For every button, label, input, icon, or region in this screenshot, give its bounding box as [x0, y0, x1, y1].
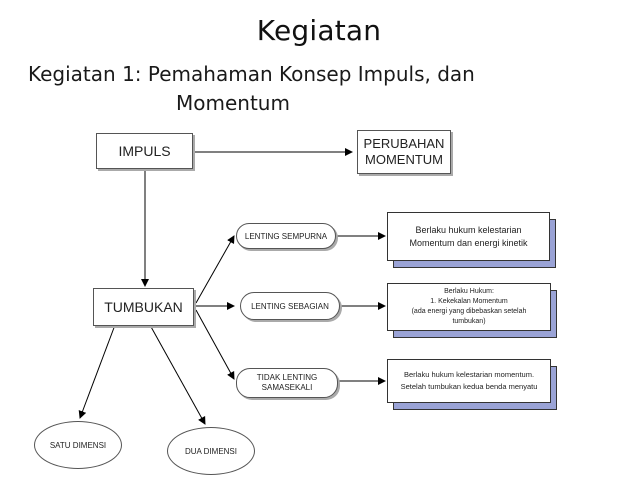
result-1-line-2: Momentum dan energi kinetik [409, 237, 528, 248]
result-2-line-1: Berlaku Hukum: [444, 288, 494, 295]
arrow-tumbukan-to-tidak-lenting [195, 309, 235, 380]
lenting-sebagian-node: LENTING SEBAGIAN [240, 292, 340, 320]
result-3-line-2: Setelah tumbukan kedua benda menyatu [400, 382, 538, 391]
subtitle-line-1: Kegiatan 1: Pemahaman Konsep Impuls, dan [28, 62, 475, 86]
tidak-lenting-node: TIDAK LENTING SAMASEKALI [236, 368, 338, 398]
tumbukan-node: TUMBUKAN [93, 288, 194, 326]
tumbukan-label: TUMBUKAN [104, 299, 183, 315]
slide-title: Kegiatan [256, 14, 382, 47]
impuls-label: IMPULS [118, 143, 171, 159]
arrow-tumbukan-to-dua-dimensi [149, 324, 206, 425]
result-2-line-4: tumbukan) [452, 318, 486, 325]
satu-dimensi-node: SATU DIMENSI [34, 421, 122, 469]
dua-dimensi-node: DUA DIMENSI [167, 427, 255, 475]
tidak-lenting-label-line-2: SAMASEKALI [261, 383, 313, 392]
arrow-tumbukan-to-satu-dimensi [78, 324, 116, 419]
perubahan-label-line-2: MOMENTUM [365, 152, 443, 167]
satu-dimensi-label: SATU DIMENSI [49, 440, 107, 450]
perubahan-momentum-node: PERUBAHAN MOMENTUM [357, 130, 451, 174]
lenting-sebagian-label: LENTING SEBAGIAN [251, 301, 329, 311]
perubahan-label-line-1: PERUBAHAN [363, 136, 445, 151]
lenting-sempurna-node: LENTING SEMPURNA [236, 223, 336, 249]
arrow-tumbukan-to-lenting-sempurna [195, 235, 235, 304]
result-1-line-1: Berlaku hukum kelestarian [415, 224, 522, 235]
tidak-lenting-label-line-1: TIDAK LENTING [256, 373, 318, 382]
impuls-node: IMPULS [96, 133, 193, 169]
dua-dimensi-label: DUA DIMENSI [184, 446, 237, 456]
result-3-line-1: Berlaku hukum kelestarian momentum. [403, 370, 535, 379]
subtitle-line-2: Momentum [176, 91, 290, 115]
result-box-2: Berlaku Hukum: 1. Kekekalan Momentum (ad… [387, 283, 551, 331]
result-box-1: Berlaku hukum kelestarian Momentum dan e… [387, 212, 550, 261]
slide-subtitle: Kegiatan 1: Pemahaman Konsep Impuls, dan… [28, 60, 628, 118]
result-box-3: Berlaku hukum kelestarian momentum. Sete… [387, 359, 551, 403]
result-2-line-3: (ada energi yang dibebaskan setelah [411, 308, 527, 315]
lenting-sempurna-label: LENTING SEMPURNA [244, 231, 328, 241]
result-2-line-2: 1. Kekekalan Momentum [430, 298, 508, 305]
